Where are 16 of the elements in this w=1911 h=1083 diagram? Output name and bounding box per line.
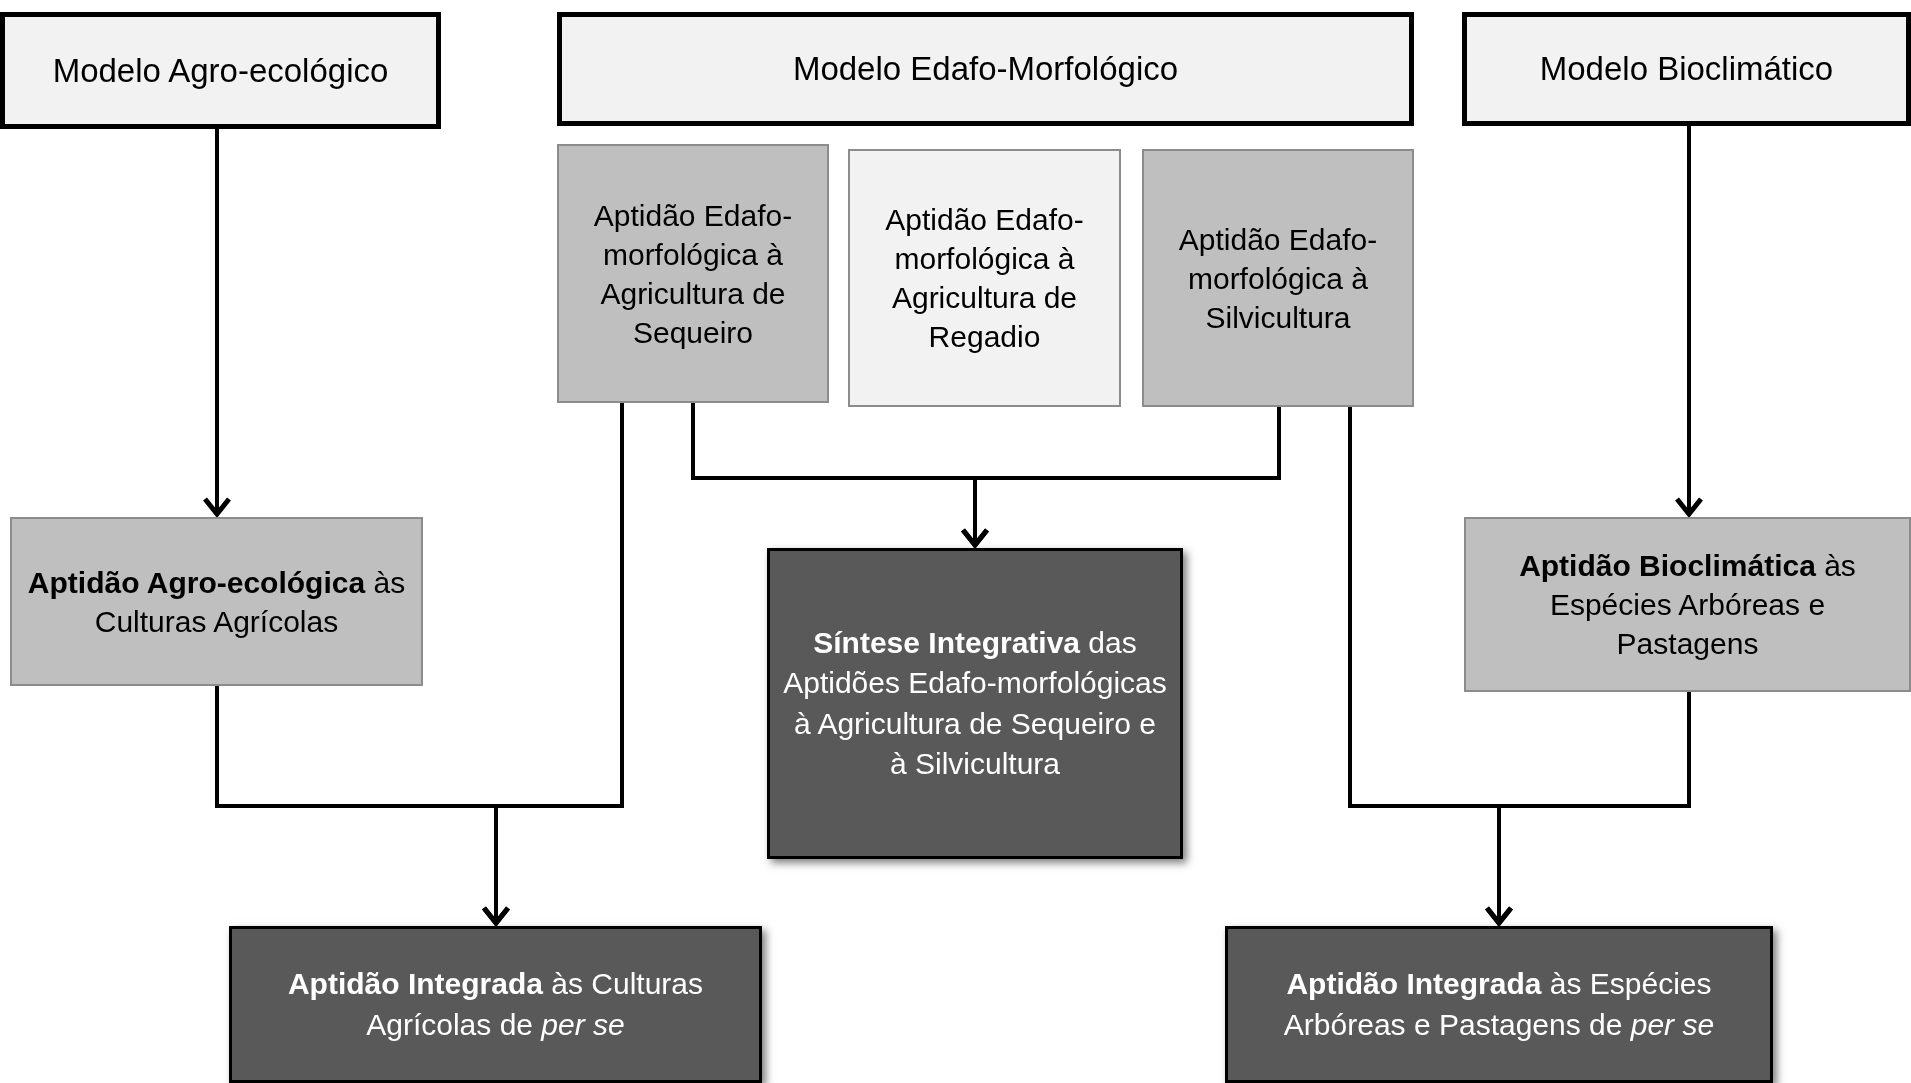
- process-box: Aptidão Bioclimática às Espécies Arbóreas e Pastagens: [1464, 517, 1911, 692]
- process-box: Aptidão Edafo-morfológica à Agricultura de Sequeiro: [557, 144, 829, 403]
- connector-arrow: [1674, 126, 1704, 517]
- model-box: Modelo Agro-ecológico: [0, 12, 441, 129]
- connector-arrow: [1484, 692, 1691, 926]
- process-box: Aptidão Edafo-morfológica à Agricultura de Regadio: [848, 149, 1121, 407]
- connector-arrow: [202, 129, 232, 517]
- model-box: Modelo Edafo-Morfológico: [557, 12, 1414, 126]
- process-box: Aptidão Edafo-morfológica à Silvicultura: [1142, 149, 1414, 407]
- connector-arrow: [481, 403, 624, 926]
- process-box: Aptidão Agro-ecológica às Culturas Agrícolas: [10, 517, 423, 686]
- result-box: Aptidão Integrada às Espécies Arbóreas e Pastagens de per se: [1225, 926, 1773, 1083]
- result-box: Síntese Integrativa das Aptidões Edafo-morfológicas à Agricultura de Sequeiro e à Silvicultura: [767, 548, 1183, 859]
- connector-arrow: [960, 407, 1281, 548]
- result-box: Aptidão Integrada às Culturas Agrícolas de per se: [229, 926, 762, 1083]
- model-box: Modelo Bioclimático: [1462, 12, 1911, 126]
